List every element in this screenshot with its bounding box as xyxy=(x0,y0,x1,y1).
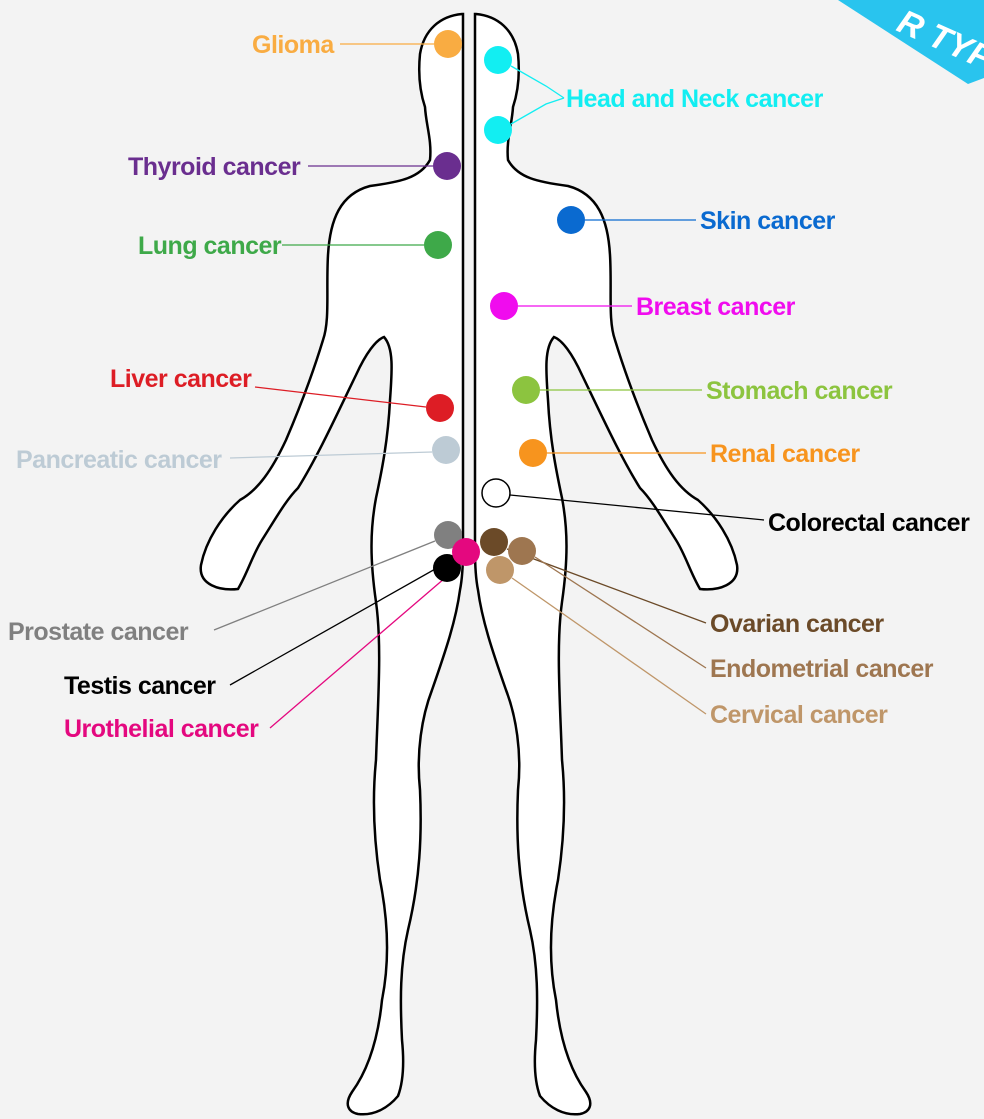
liver-label: Liver cancer xyxy=(110,365,252,393)
ovarian-label: Ovarian cancer xyxy=(710,610,884,638)
urothelial-dot xyxy=(452,538,480,566)
testis-label: Testis cancer xyxy=(64,672,216,700)
endometrial-dot xyxy=(508,537,536,565)
thyroid-label: Thyroid cancer xyxy=(128,153,301,181)
colorectal-label: Colorectal cancer xyxy=(768,509,970,537)
renal-dot xyxy=(519,439,547,467)
endometrial-label: Endometrial cancer xyxy=(710,655,934,683)
glioma-label: Glioma xyxy=(252,31,335,59)
renal-label: Renal cancer xyxy=(710,440,860,468)
cervical-label: Cervical cancer xyxy=(710,701,888,729)
lung-dot xyxy=(424,231,452,259)
head-neck-dot-1 xyxy=(484,46,512,74)
pancreatic-label: Pancreatic cancer xyxy=(16,446,222,474)
thyroid-dot xyxy=(433,152,461,180)
colorectal-dot xyxy=(482,479,510,507)
glioma-dot xyxy=(434,30,462,58)
stomach-label: Stomach cancer xyxy=(706,377,893,405)
body-right-half xyxy=(475,14,737,1114)
liver-dot xyxy=(426,394,454,422)
cervical-dot xyxy=(486,556,514,584)
head-neck-label: Head and Neck cancer xyxy=(566,85,824,113)
skin-label: Skin cancer xyxy=(700,207,836,235)
skin-dot xyxy=(557,206,585,234)
pancreatic-dot xyxy=(432,436,460,464)
head-neck-leader-line-2 xyxy=(511,98,564,124)
title-banner: R TYP xyxy=(838,0,984,84)
lung-label: Lung cancer xyxy=(138,232,282,260)
ovarian-dot xyxy=(480,528,508,556)
prostate-label: Prostate cancer xyxy=(8,618,189,646)
stomach-dot xyxy=(512,376,540,404)
head-neck-dot-2 xyxy=(484,116,512,144)
urothelial-label: Urothelial cancer xyxy=(64,715,259,743)
breast-dot xyxy=(490,292,518,320)
breast-label: Breast cancer xyxy=(636,293,796,321)
